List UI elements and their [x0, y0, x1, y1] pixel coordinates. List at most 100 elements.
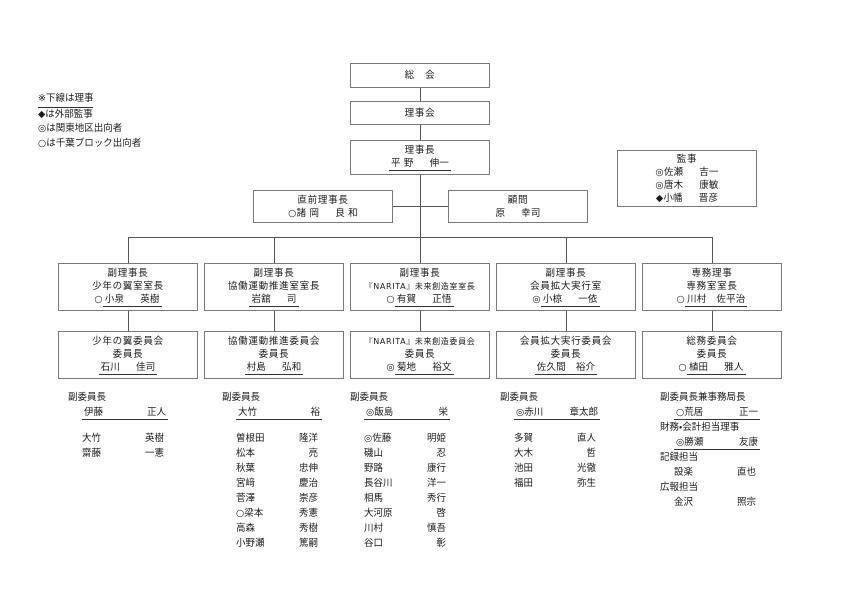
- member-name: 設楽直也: [660, 465, 760, 480]
- member-givenname: 崇彦: [298, 493, 318, 504]
- member-givenname: 慎吾: [426, 523, 446, 534]
- member-givenname: 忍: [436, 448, 446, 459]
- committee-1-title: 少年の翼委員会: [92, 336, 164, 347]
- box-advisor: 顧問 原幸司: [448, 190, 588, 223]
- member-name: 曽根田 隆洋: [222, 431, 322, 446]
- box-committee-3: 『NARITA』未来創造委員会 委員長 ◎菊地裕文: [350, 331, 490, 379]
- member-givenname: 隆洋: [298, 433, 318, 444]
- officer-3-name: ○有賀正悟: [386, 294, 454, 307]
- member-role-label: 記録担当: [660, 452, 699, 463]
- member-name: 秋葉忠伸: [222, 461, 322, 476]
- committee-4-name: 佐久間裕介: [534, 362, 598, 375]
- advisor-name: 原幸司: [495, 207, 541, 219]
- spacer: [350, 420, 450, 431]
- member-role-label: 財務・会計担当理事: [660, 422, 740, 433]
- member-givenname: 正一: [738, 407, 758, 418]
- officer-1-name: ○小泉英樹: [94, 294, 162, 307]
- officer-5-name: ○川村佐平治: [676, 294, 748, 307]
- committee-3-title: 『NARITA』未来創造委員会: [364, 337, 476, 346]
- member-givenname: 一憲: [144, 448, 164, 459]
- box-officer-1: 副理事長 少年の翼室室長 ○小泉英樹: [58, 263, 198, 311]
- member-name: 齋藤 一憲: [68, 446, 168, 461]
- connector-assembly-board: [420, 88, 421, 101]
- connector-committee-drop-3: [420, 311, 421, 331]
- member-name: ○梁本秀憲: [222, 506, 322, 521]
- officer-2-title: 副理事長: [253, 268, 295, 279]
- member-name: ◎赤川章太郎: [500, 405, 600, 420]
- committee-1-name: 石川佳司: [98, 362, 158, 375]
- member-name: 野路康行: [350, 461, 450, 476]
- officer-2-name: 岩舘司: [249, 294, 299, 307]
- member-name: 大河原啓: [350, 506, 450, 521]
- connector-board-chairman: [420, 125, 421, 140]
- member-givenname: 友康: [738, 437, 758, 448]
- member-givenname: 秀行: [426, 493, 446, 504]
- member-surname: 池田: [514, 463, 534, 474]
- member-surname: 大河原: [364, 508, 393, 519]
- member-givenname: 明姫: [426, 433, 446, 444]
- member-givenname: 洋一: [426, 478, 446, 489]
- box-officer-5: 専務理事 専務室室長 ○川村佐平治: [642, 263, 782, 311]
- member-name: 大竹裕: [222, 405, 322, 420]
- member-name: 松本亮: [222, 446, 322, 461]
- box-committee-1: 少年の翼委員会 委員長 石川佳司: [58, 331, 198, 379]
- officer-1-title: 副理事長: [107, 268, 149, 279]
- box-committee-4: 会員拡大実行委員会 委員長 佐久間裕介: [496, 331, 636, 379]
- board-title: 理事会: [404, 107, 436, 119]
- committee-1-role: 委員長: [112, 349, 144, 360]
- member-surname: 多賀: [514, 433, 534, 444]
- box-general-assembly: 総 会: [350, 63, 490, 88]
- past-chairman-title: 直前理事長: [297, 194, 349, 206]
- member-surname: 伊藤: [84, 407, 104, 418]
- member-givenname: 篤嗣: [298, 538, 318, 549]
- officer-4-name: ◎小椋一依: [532, 294, 600, 307]
- member-givenname: 秀憲: [298, 508, 318, 519]
- member-givenname: 忠伸: [298, 463, 318, 474]
- box-auditors: 監事 ◎佐瀬吉一 ◎唐木康敏 ◆小幡晋彦: [617, 150, 757, 207]
- auditor-row-1: ◎唐木康敏: [655, 179, 719, 191]
- member-role-label: 副委員長兼事務局長: [660, 392, 746, 403]
- box-board-of-directors: 理事会: [350, 101, 490, 125]
- member-surname: 齋藤: [82, 448, 102, 459]
- member-givenname: 光徹: [576, 463, 596, 474]
- member-name: 谷口彰: [350, 536, 450, 551]
- committee-2-role: 委員長: [258, 349, 290, 360]
- member-givenname: 照宗: [736, 497, 756, 508]
- member-surname: 大竹: [238, 407, 258, 418]
- member-surname: ◎佐藤: [364, 433, 392, 444]
- member-name: 金沢照宗: [660, 495, 760, 510]
- box-chairman: 理事長 平 野伸一: [350, 140, 490, 175]
- past-chairman-name: ○諸 岡良 和: [288, 207, 358, 219]
- member-column-4: 副委員長◎赤川章太郎多賀直人大木哲池田光徹福田弥生: [500, 390, 600, 491]
- member-column-1: 副委員長伊藤正人大竹英樹齋藤一憲: [68, 390, 168, 461]
- box-officer-2: 副理事長 協働運動推進室室長 岩舘司: [204, 263, 344, 311]
- member-givenname: 秀樹: [298, 523, 318, 534]
- member-surname: 宮﨑: [236, 478, 256, 489]
- member-surname: ◎赤川: [516, 407, 544, 418]
- member-surname: 曽根田: [236, 433, 265, 444]
- member-name: 相馬 秀行: [350, 491, 450, 506]
- connector-committee-drop-5: [712, 311, 713, 331]
- officer-5-title: 専務理事: [691, 268, 733, 279]
- connector-past-advisor: [393, 206, 463, 207]
- member-name: ○荒居正一: [660, 405, 760, 420]
- member-name: 長谷川洋一: [350, 476, 450, 491]
- committee-2-title: 協働運動推進委員会: [227, 336, 321, 347]
- member-surname: 相馬: [364, 493, 384, 504]
- box-officer-3: 副理事長 『NARITA』未来創造室室長 ○有賀正悟: [350, 263, 490, 311]
- member-name: ◎佐藤 明姫: [350, 431, 450, 446]
- committee-5-role: 委員長: [696, 349, 728, 360]
- box-officer-4: 副理事長 会員拡大実行室 ◎小椋一依: [496, 263, 636, 311]
- member-givenname: 哲: [586, 448, 596, 459]
- connector-committee-drop-2: [274, 311, 275, 331]
- member-surname: 松本: [236, 448, 256, 459]
- member-surname: ◎勝瀬: [676, 437, 704, 448]
- member-surname: 福田: [514, 478, 534, 489]
- member-column-3: 副委員長◎飯島栄◎佐藤明姫磯山忍野路康行長谷川洋一相馬秀行大河原啓川村慎吾谷口彰: [350, 390, 450, 551]
- legend-item-1: ◎は関東地区出向者: [38, 123, 123, 134]
- connector-officer-drop-4: [566, 237, 567, 263]
- member-givenname: 彰: [436, 538, 446, 549]
- committee-2-name: 村島弘和: [244, 362, 304, 375]
- committee-4-title: 会員拡大実行委員会: [519, 336, 613, 347]
